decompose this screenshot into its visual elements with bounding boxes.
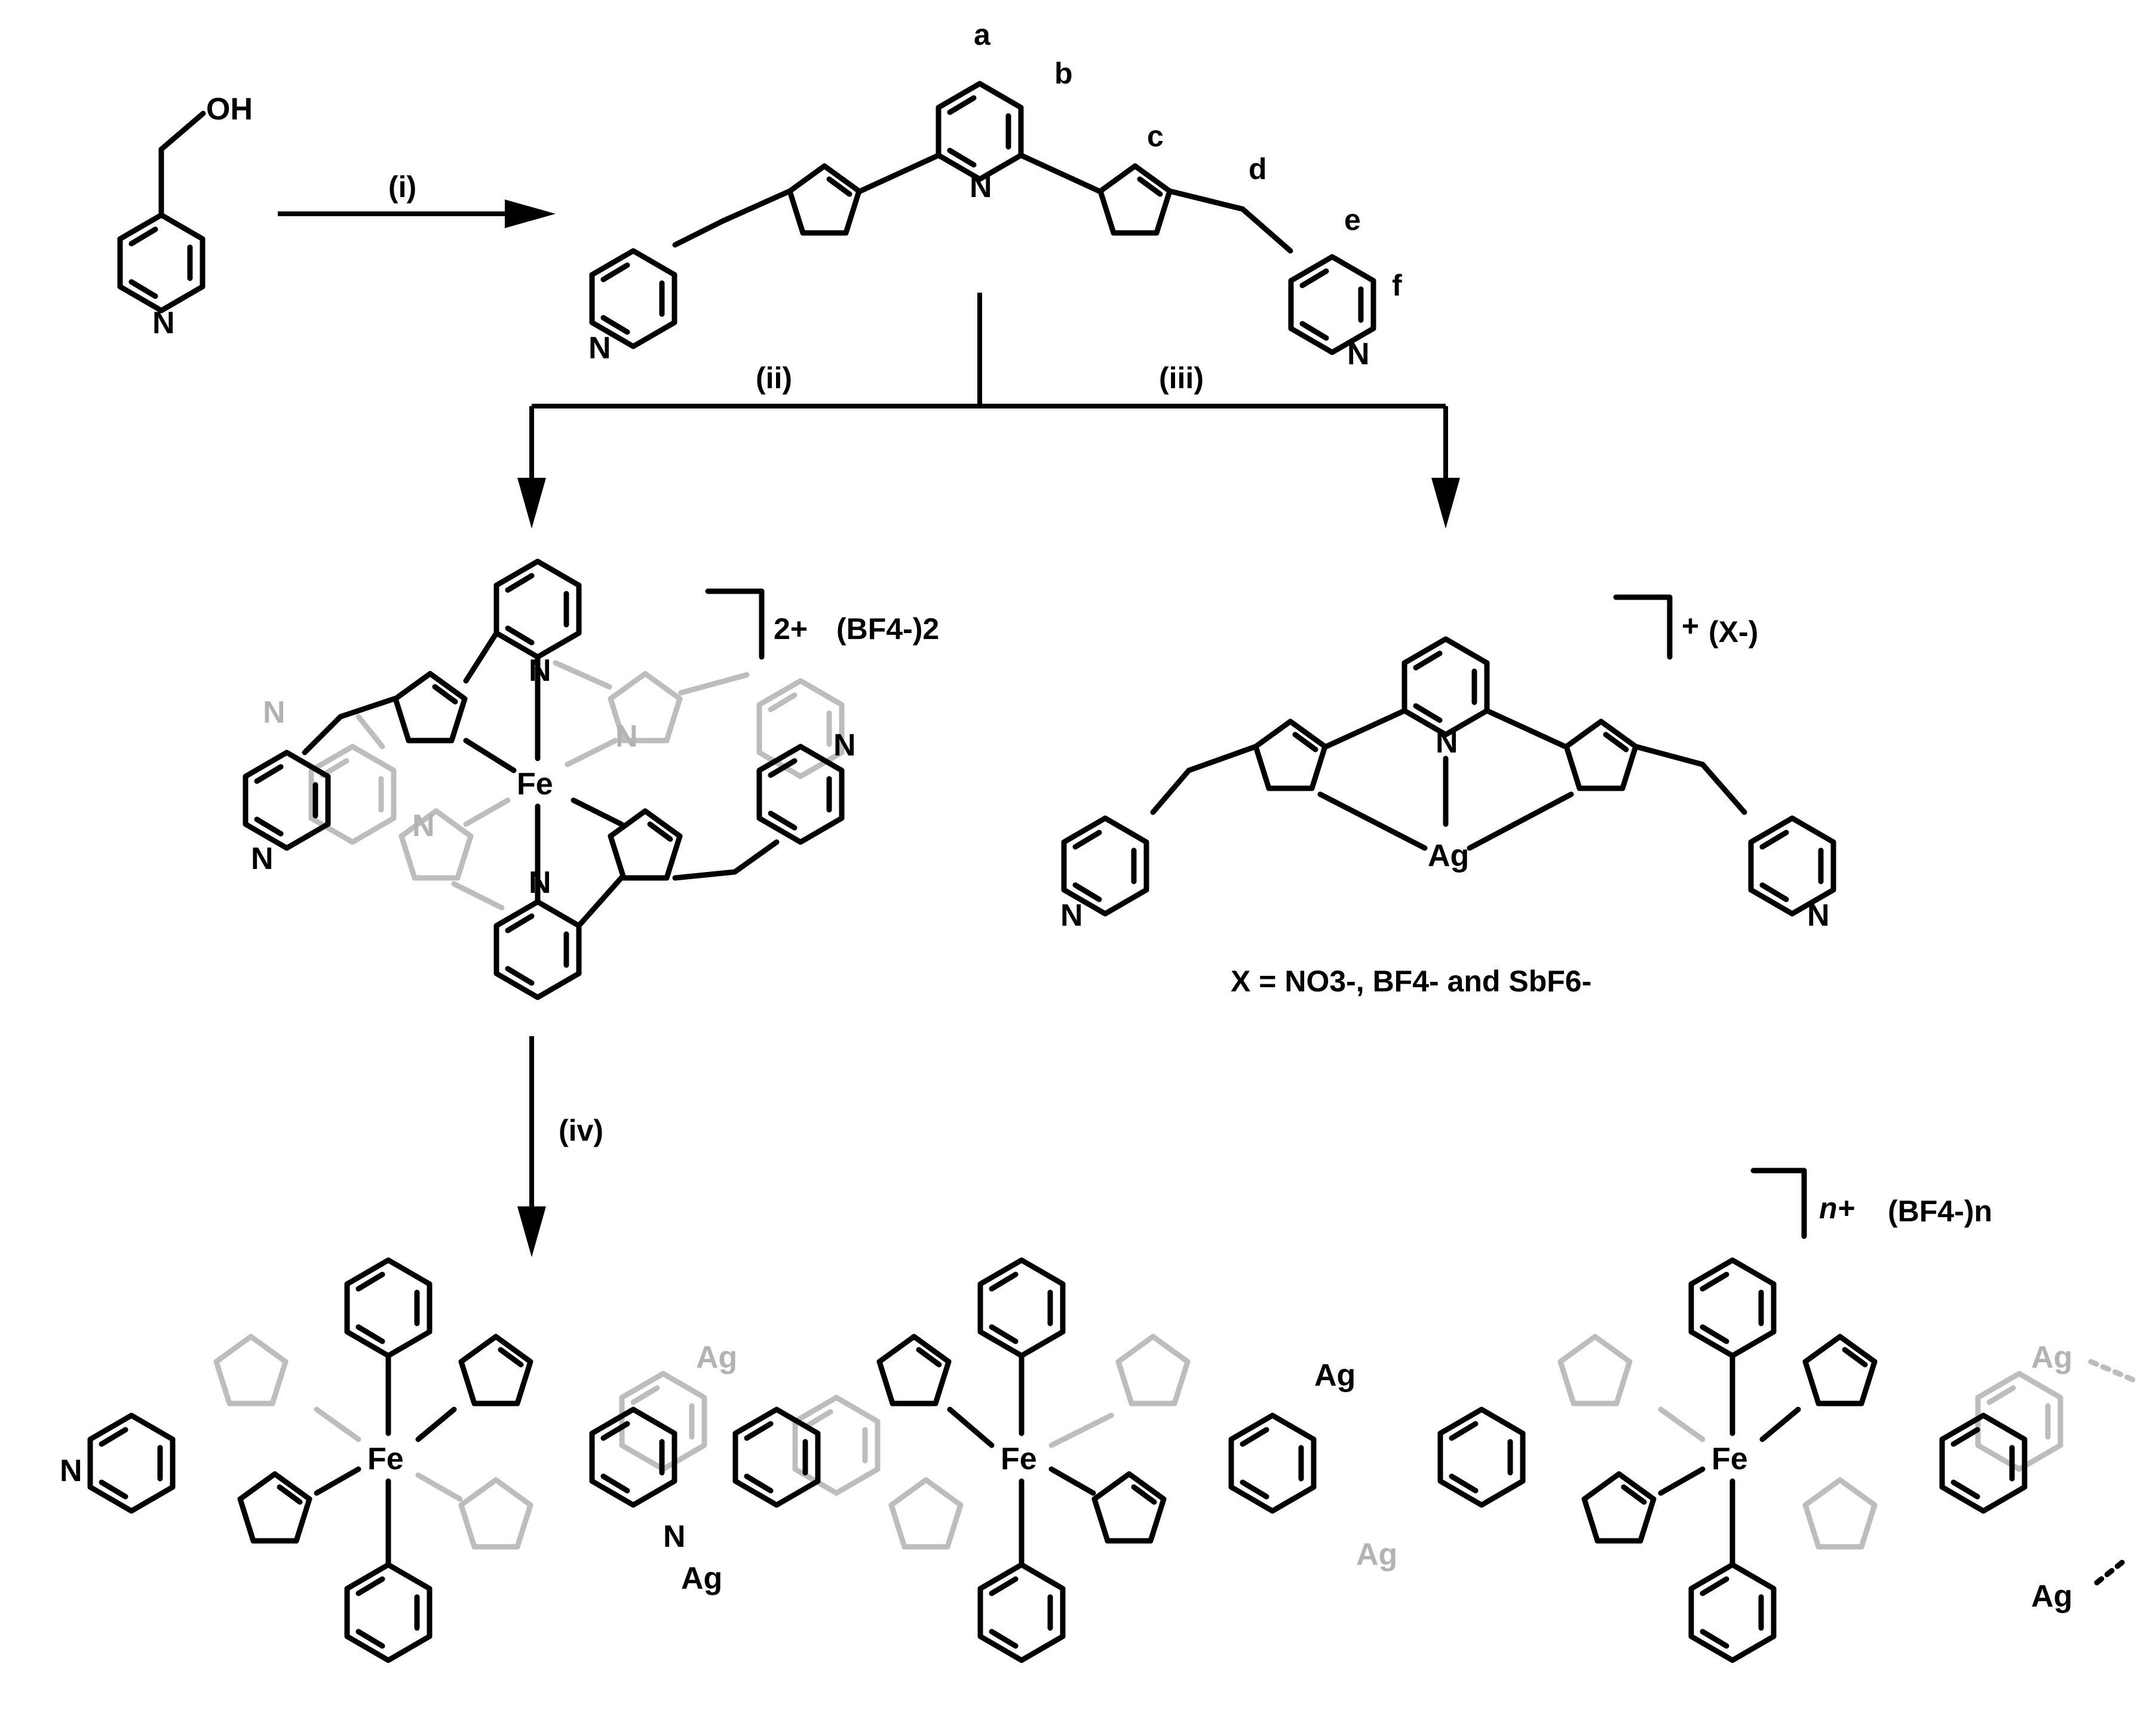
fe-charge: 2+ — [774, 612, 808, 646]
atom-n: N — [60, 1454, 82, 1488]
metal-ag: Ag — [1314, 1358, 1355, 1393]
starting-material-pyridinemethanol: OH N — [120, 92, 253, 340]
label-f: f — [1392, 269, 1402, 302]
atom-n: N — [1807, 898, 1830, 933]
label-e: e — [1344, 203, 1361, 236]
metal-ag: Ag — [2031, 1579, 2072, 1614]
atom-oh: OH — [206, 92, 253, 127]
metal-ag-grey: Ag — [1356, 1537, 1397, 1572]
atom-n-grey: N — [412, 809, 435, 843]
arrow-step-iv: (iv) — [517, 1036, 603, 1257]
fe-complex: N N N Fe N N N N 2+ (BF4-)2 — [246, 561, 939, 997]
atom-n: N — [529, 865, 551, 900]
label-b: b — [1054, 57, 1073, 90]
x-definition: X = NO3-, BF4- and SbF6- — [1231, 965, 1591, 998]
atom-n-grey: N — [615, 719, 638, 754]
metal-ag-grey: Ag — [696, 1340, 737, 1375]
metal-fe: Fe — [1712, 1442, 1748, 1476]
metal-fe: Fe — [367, 1442, 404, 1476]
atom-n-grey: N — [263, 695, 286, 730]
atom-n: N — [251, 841, 274, 876]
step-label-ii: (ii) — [756, 361, 792, 395]
fe-counterion: (BF4-)2 — [836, 612, 939, 646]
label-d: d — [1249, 152, 1267, 186]
step-label-iii: (iii) — [1159, 361, 1204, 395]
atom-n: N — [1060, 898, 1083, 933]
ag-complex: N N N Ag + (X-) X = NO3-, BF4- and SbF6- — [1060, 594, 1833, 998]
metal-ag-grey: Ag — [2031, 1340, 2072, 1375]
metal-fe: Fe — [1001, 1442, 1037, 1476]
label-c: c — [1147, 119, 1164, 153]
ag-counterion: (X-) — [1709, 615, 1758, 649]
coordination-polymer: Fe N Ag Ag N Fe Ag Ag — [60, 1168, 2136, 1660]
polymer-unit-2: Fe Ag Ag — [735, 1260, 1397, 1660]
metal-ag: Ag — [1428, 838, 1469, 873]
polymer-counterion: (BF4-)n — [1888, 1194, 1992, 1228]
label-a: a — [974, 18, 991, 51]
arrow-branch: (ii) (iii) — [517, 293, 1460, 529]
atom-n: N — [588, 331, 611, 366]
metal-ag: Ag — [681, 1561, 722, 1596]
polymer-charge: n+ — [1819, 1191, 1855, 1225]
metal-fe: Fe — [517, 767, 553, 801]
polymer-unit-1: Fe N Ag Ag N — [60, 1260, 737, 1660]
atom-n: N — [1347, 337, 1370, 371]
atom-n: N — [529, 653, 551, 688]
step-label-iv: (iv) — [559, 1114, 603, 1147]
atom-n: N — [1436, 725, 1458, 760]
atom-n: N — [663, 1519, 686, 1554]
atom-n: N — [152, 306, 175, 340]
atom-n: N — [833, 728, 856, 763]
polymer-unit-3: Fe Ag Ag — [1440, 1260, 2136, 1660]
arrow-step-i: (i) — [278, 170, 556, 228]
ag-charge: + — [1682, 609, 1699, 643]
atom-n: N — [970, 170, 992, 204]
ligand-structure: N N N a b c d e f — [588, 18, 1402, 371]
step-label-i: (i) — [388, 170, 416, 204]
